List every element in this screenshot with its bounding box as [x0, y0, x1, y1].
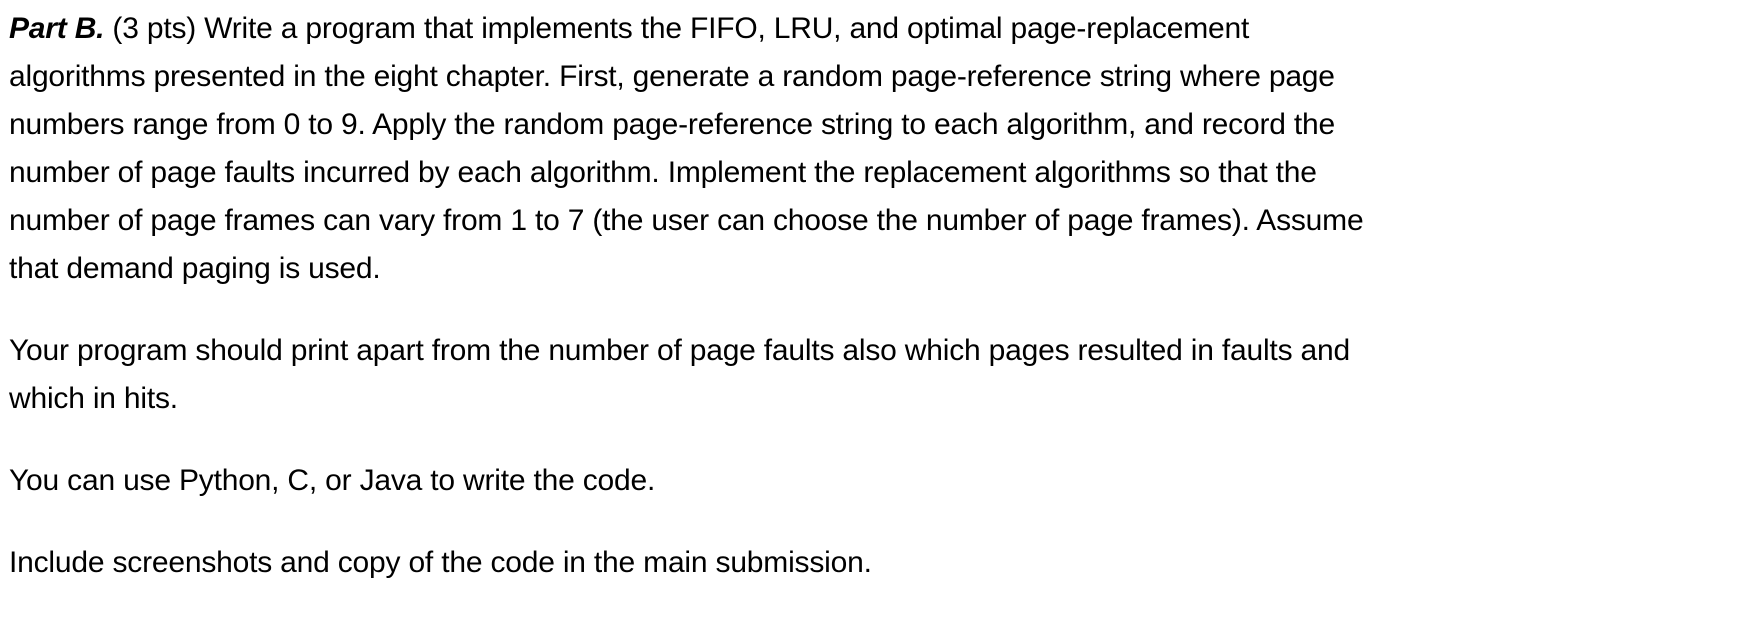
document-body: Part B. (3 pts) Write a program that imp…: [9, 5, 1750, 587]
part-label: Part B.: [9, 12, 105, 45]
text-line: numbers range from 0 to 9. Apply the ran…: [9, 101, 1750, 149]
text-line: Include screenshots and copy of the code…: [9, 539, 1750, 587]
text-line: that demand paging is used.: [9, 245, 1750, 293]
line-text: algorithms presented in the eight chapte…: [9, 60, 1335, 93]
paragraph: You can use Python, C, or Java to write …: [9, 457, 1750, 505]
line-text: (3 pts) Write a program that implements …: [104, 12, 1250, 45]
line-text: that demand paging is used.: [9, 252, 381, 285]
line-text: which in hits.: [9, 382, 178, 415]
text-line: which in hits.: [9, 375, 1750, 423]
line-text: You can use Python, C, or Java to write …: [9, 464, 656, 497]
line-text: Include screenshots and copy of the code…: [9, 546, 872, 579]
text-line: number of page faults incurred by each a…: [9, 149, 1750, 197]
line-text: Your program should print apart from the…: [9, 334, 1350, 367]
line-text: number of page faults incurred by each a…: [9, 156, 1317, 189]
text-line: number of page frames can vary from 1 to…: [9, 197, 1750, 245]
line-text: numbers range from 0 to 9. Apply the ran…: [9, 108, 1335, 141]
paragraph: Part B. (3 pts) Write a program that imp…: [9, 5, 1750, 293]
text-line: Your program should print apart from the…: [9, 327, 1750, 375]
text-line: Part B. (3 pts) Write a program that imp…: [9, 5, 1750, 53]
paragraph: Your program should print apart from the…: [9, 327, 1750, 423]
text-line: algorithms presented in the eight chapte…: [9, 53, 1750, 101]
line-text: number of page frames can vary from 1 to…: [9, 204, 1364, 237]
paragraph: Include screenshots and copy of the code…: [9, 539, 1750, 587]
text-line: You can use Python, C, or Java to write …: [9, 457, 1750, 505]
